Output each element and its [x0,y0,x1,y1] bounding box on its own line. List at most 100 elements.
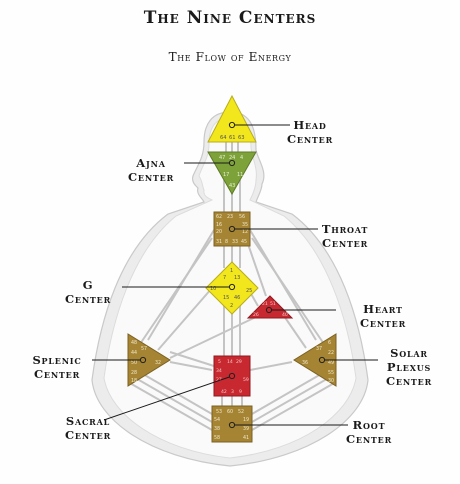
gate-number: 60 [227,409,233,415]
gate-number: 21 [262,301,268,307]
label-line: Head [293,118,327,132]
channel-line [131,375,213,423]
g-center-label: G Center [56,278,120,306]
head-center-label: Head Center [280,118,340,146]
label-line: Plexus [386,360,432,374]
gate-number: 38 [214,426,220,432]
gate-number: 33 [232,239,238,245]
label-line: Center [64,292,112,306]
gate-number: 18 [131,378,137,384]
gate-number: 43 [229,183,235,189]
ajna-center-label: Ajna Center [118,156,184,184]
sacral-center-label: Sacral Center [54,414,122,442]
label-line: Center [33,367,81,381]
head-center: 64 61 63 [207,94,257,143]
channel-line [251,375,333,423]
channel-line [283,315,307,349]
label-line: Splenic [32,353,82,367]
label-line: Center [127,170,175,184]
gate-number: 23 [227,214,233,220]
gate-number: 8 [225,239,228,245]
gate-number: 55 [328,370,334,376]
gate-number: 16 [216,222,222,228]
gate-number: 44 [131,350,137,356]
label-line: Center [385,374,433,388]
gate-number: 64 [220,135,227,141]
gate-number: 6 [328,340,331,346]
channels [127,140,337,431]
gate-number: 11 [237,172,243,178]
gate-number: 50 [131,360,137,366]
gate-number: 17 [223,172,229,178]
channel-line [139,237,213,345]
gate-number: 12 [242,229,248,235]
gate-number: 46 [234,295,240,301]
label-line: G [82,278,94,292]
label-line: Center [359,316,407,330]
label-line: Heart [363,302,403,316]
gate-number: 29 [236,359,242,365]
gate-number: 1 [230,268,233,274]
gate-number: 3 [231,389,234,395]
gate-number: 61 [229,135,236,141]
gate-number: 51 [270,301,276,307]
gate-number: 25 [246,288,252,294]
gate-number: 20 [216,229,222,235]
label-line: Sacral [65,414,111,428]
label-line: Ajna [136,156,166,170]
channel-line [169,315,259,359]
channel-line [127,381,213,431]
gate-number: 40 [282,312,288,318]
gate-number: 7 [223,275,226,281]
gate-number: 26 [253,312,259,318]
gate-number: 34 [216,368,222,374]
label-line: Throat [321,222,369,236]
label-line: Center [286,132,334,146]
gate-number: 2 [230,303,233,309]
gate-number: 14 [227,359,233,365]
channel-line [135,369,213,415]
gate-number: 10 [210,286,216,292]
channel-line [169,361,213,371]
sacral-leader-line [103,376,230,421]
page-title: The Nine Centers [143,8,317,28]
gate-number: 32 [155,360,161,366]
gate-number: 19 [243,417,249,423]
gate-number: 62 [216,214,222,220]
gate-number: 27 [216,377,222,383]
gate-number: 30 [328,378,334,384]
channel-line [249,361,293,371]
label-line: Center [64,428,112,442]
gate-number: 57 [141,346,147,352]
gate-number: 47 [219,155,225,161]
gate-number: 24 [229,155,235,161]
channel-line [157,287,213,351]
gate-number: 4 [240,155,243,161]
gate-number: 5 [218,359,221,365]
gate-number: 54 [214,417,220,423]
leader-lines [92,124,378,426]
gate-number: 59 [243,377,249,383]
gate-number: 31 [216,239,222,245]
label-line: Center [345,432,393,446]
gate-number: 41 [243,435,249,441]
page-subtitle: The Flow of Energy [168,50,292,64]
gate-number: 58 [214,435,220,441]
sacral-center: 5 14 29 34 27 59 42 3 9 [213,355,251,397]
gate-number: 13 [234,275,240,281]
gate-number: 42 [221,389,227,395]
gate-number: 28 [131,370,137,376]
splenic-center-label: Splenic Center [22,353,92,381]
gate-number: 56 [239,214,245,220]
g-center: 1 7 13 10 25 15 46 2 [205,261,259,315]
gate-number: 63 [238,135,245,141]
gate-number: 48 [131,340,137,346]
gate-number: 53 [216,409,222,415]
gate-number: 37 [316,346,322,352]
label-line: Root [352,418,386,432]
gate-number: 9 [239,389,242,395]
label-line: Solar [390,346,428,360]
channel-line [251,369,329,415]
